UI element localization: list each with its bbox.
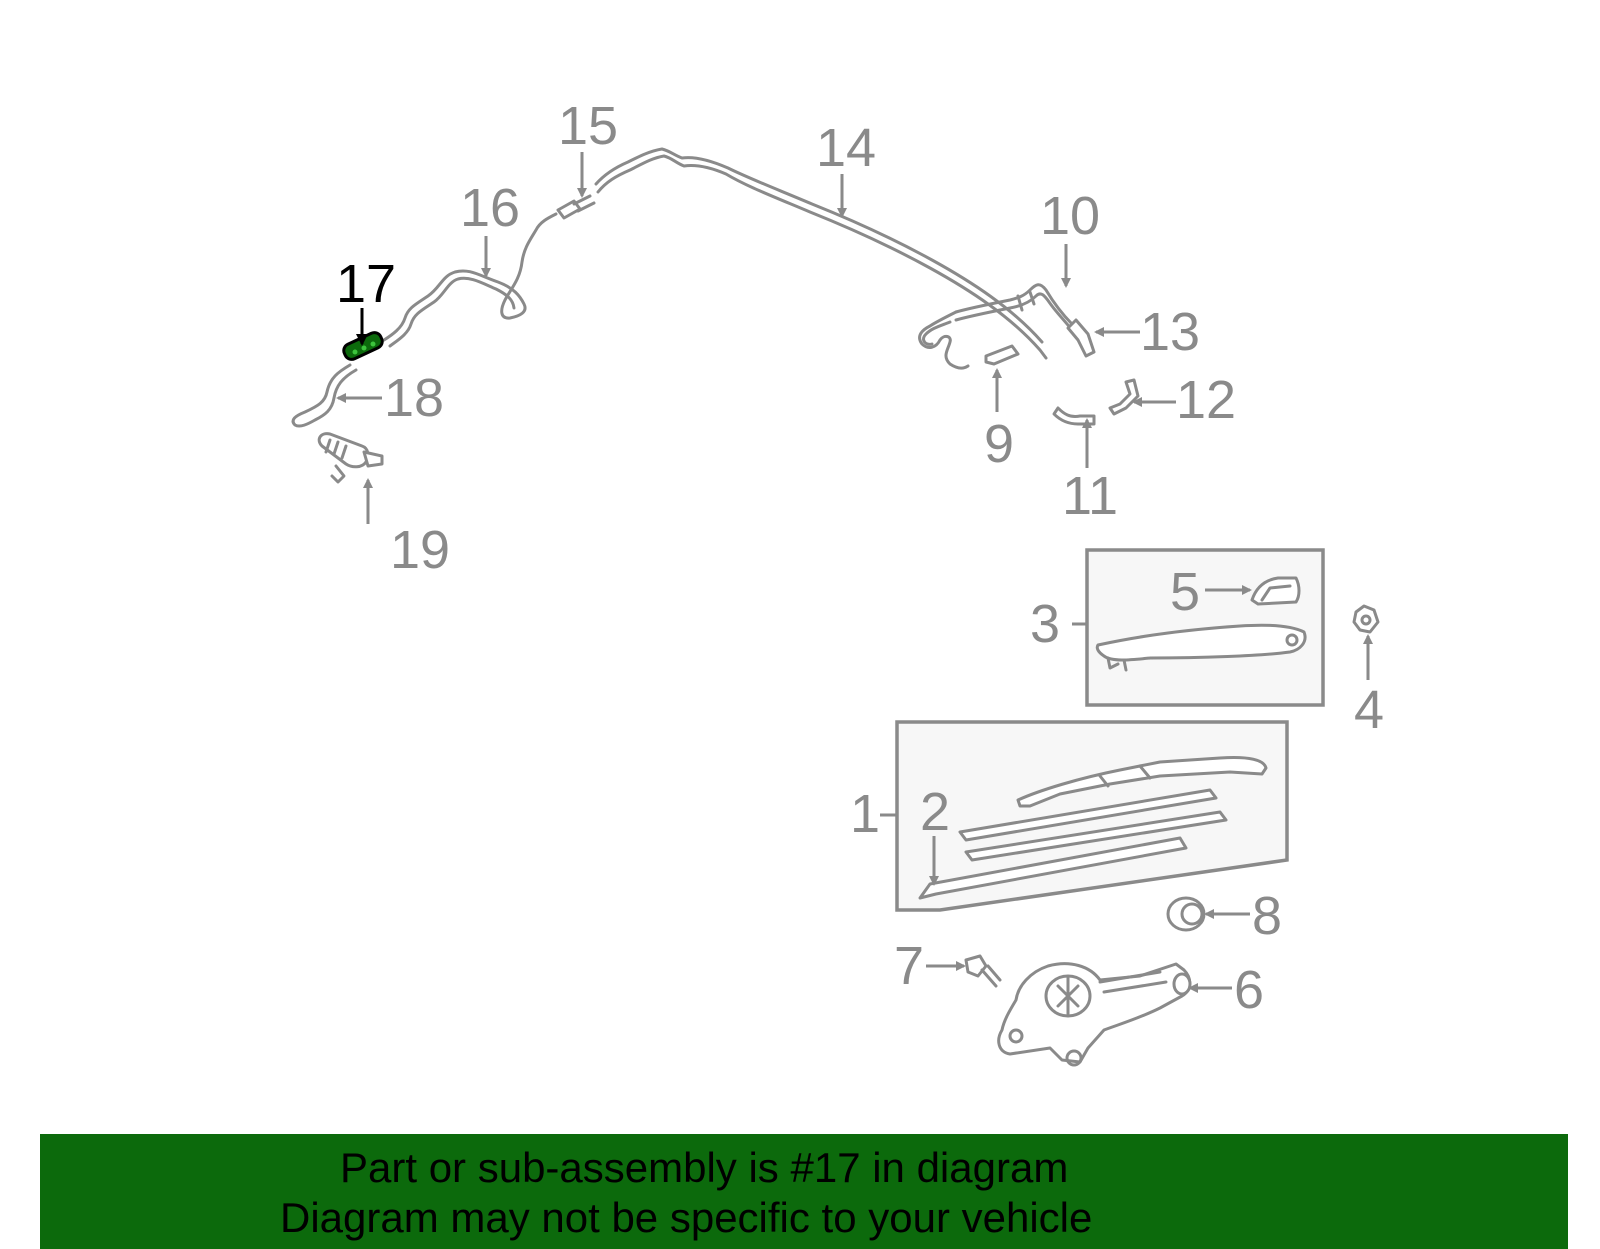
part-8-grommet bbox=[1166, 896, 1206, 932]
part-14-hose-inner bbox=[594, 147, 1044, 344]
callout-7: 7 bbox=[894, 936, 924, 996]
callout-labels: 15 16 14 17 10 13 12 18 9 11 19 5 3 4 1 … bbox=[336, 96, 1384, 1020]
callout-4: 4 bbox=[1354, 680, 1384, 740]
callout-6: 6 bbox=[1234, 960, 1264, 1020]
part-16-hose bbox=[382, 212, 558, 342]
banner-part-notice: Part or sub-assembly is #17 in diagram bbox=[340, 1144, 1069, 1191]
info-banner: Part or sub-assembly is #17 in diagram D… bbox=[40, 1134, 1568, 1249]
part-15-connector bbox=[556, 194, 596, 220]
part-7-bolt bbox=[964, 954, 1002, 988]
callout-1: 1 bbox=[850, 784, 880, 844]
part-3-wiper-arm bbox=[1095, 623, 1307, 672]
part-4-nut bbox=[1352, 604, 1380, 634]
part-14-hose bbox=[596, 154, 1048, 360]
part-18-hose bbox=[291, 363, 358, 428]
callout-15: 15 bbox=[558, 96, 618, 156]
callout-12: 12 bbox=[1176, 370, 1236, 430]
part-12-connector bbox=[1108, 378, 1140, 416]
callout-18: 18 bbox=[384, 368, 444, 428]
callout-9: 9 bbox=[984, 414, 1014, 474]
leader-lines bbox=[336, 152, 1373, 993]
part-16-hose-inner bbox=[388, 276, 516, 348]
callout-3: 3 bbox=[1030, 594, 1060, 654]
part-9-clip bbox=[984, 344, 1020, 366]
part-19-washer-pump bbox=[317, 432, 384, 484]
part-1-wiper-blade bbox=[1016, 756, 1268, 808]
callout-17: 17 bbox=[336, 254, 396, 314]
part-10-hose bbox=[918, 283, 1074, 370]
callout-2: 2 bbox=[920, 782, 950, 842]
callout-5: 5 bbox=[1170, 562, 1200, 622]
washer-hose-assembly bbox=[291, 147, 1048, 428]
callout-14: 14 bbox=[816, 118, 876, 178]
callout-19: 19 bbox=[390, 520, 450, 580]
banner-vehicle-disclaimer: Diagram may not be specific to your vehi… bbox=[280, 1194, 1093, 1241]
callout-16: 16 bbox=[460, 178, 520, 238]
part-11-connector bbox=[1052, 406, 1096, 426]
callout-10: 10 bbox=[1040, 186, 1100, 246]
part-2-blade-refills bbox=[918, 788, 1228, 900]
callout-11: 11 bbox=[1062, 466, 1118, 526]
part-13-connector bbox=[1066, 318, 1096, 358]
part-6-wiper-motor bbox=[997, 962, 1192, 1067]
callout-13: 13 bbox=[1140, 302, 1200, 362]
callout-8: 8 bbox=[1252, 886, 1282, 946]
part-5-cap bbox=[1250, 576, 1301, 606]
